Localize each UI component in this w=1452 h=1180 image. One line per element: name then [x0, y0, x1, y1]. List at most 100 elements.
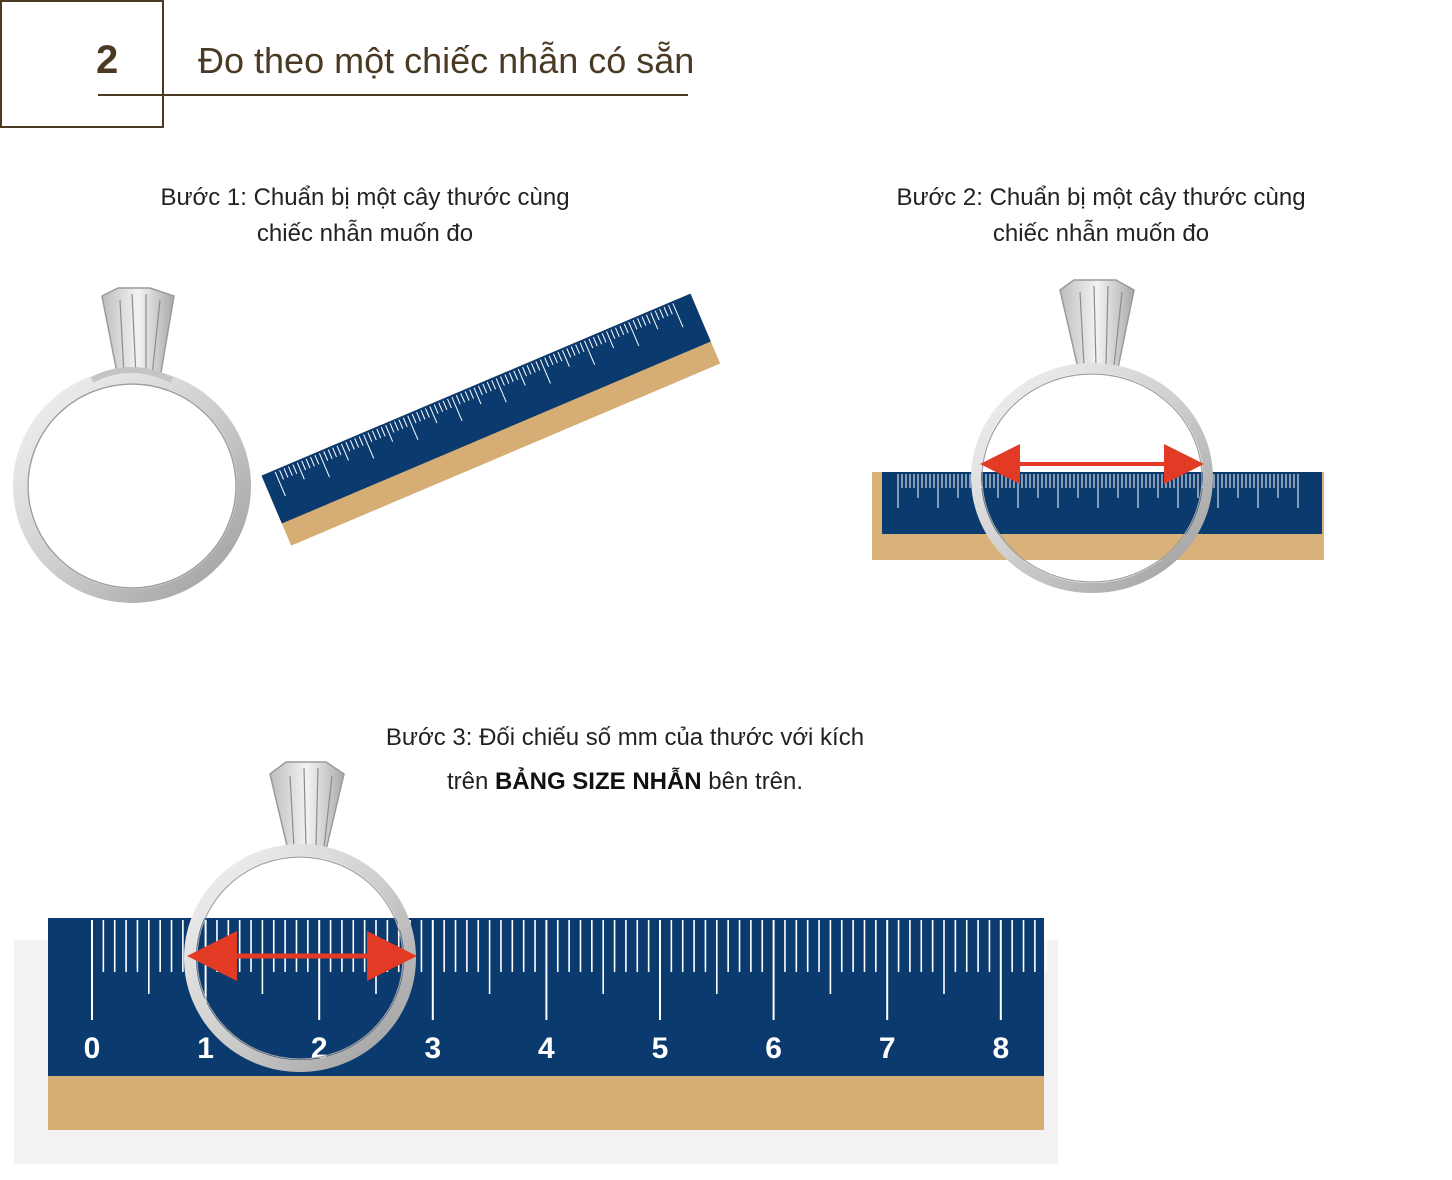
ruler-tick — [442, 400, 448, 411]
ruler-tick — [531, 363, 536, 373]
ruler-tick — [416, 411, 421, 422]
ruler-tick — [477, 385, 483, 396]
ruler-number-label: 7 — [879, 1032, 896, 1065]
ruler-tick — [371, 430, 377, 441]
ruler-tick — [623, 323, 629, 334]
ruler-tick — [500, 376, 505, 386]
ruler-tick — [513, 370, 519, 381]
ruler-tick — [645, 314, 651, 324]
ruler-tick — [323, 451, 329, 461]
step-3-line-2-suffix: bên trên. — [701, 768, 804, 795]
ruler-tick — [283, 468, 289, 478]
step-1-caption: Bước 1: Chuẩn bị một cây thước cùng chiế… — [130, 180, 600, 252]
ruler-tick — [544, 357, 550, 368]
ruler-tick — [318, 453, 331, 478]
title-underline — [98, 94, 688, 96]
step-2-line-2: chiếc nhẫn muốn đo — [992, 220, 1210, 247]
ruler-tick — [557, 351, 563, 362]
ruler-tick — [332, 447, 338, 458]
ruler-tick — [424, 408, 430, 418]
ruler-tick — [579, 342, 585, 353]
ruler-tick — [659, 308, 664, 319]
ruler-tick — [535, 361, 541, 371]
ruler-tick — [597, 334, 603, 345]
ruler-tick — [570, 346, 576, 356]
step-number-box — [0, 0, 164, 128]
ruler-tick — [429, 406, 438, 424]
ruler-tick — [553, 353, 558, 364]
ruler-tick — [486, 381, 492, 392]
ruler-tick — [296, 462, 305, 480]
step-3-line-2: trên BẢNG SIZE NHẪN bên trên. — [360, 760, 890, 804]
ruler-tick — [628, 321, 640, 347]
ruler-tick — [438, 402, 444, 413]
ring-illustration-step-1 — [13, 287, 251, 603]
ruler-tick — [561, 349, 570, 367]
ruler-tick — [610, 329, 616, 339]
ruler-number-label: 8 — [992, 1032, 1009, 1065]
step-2-caption: Bước 2: Chuẩn bị một cây thước cùng chiế… — [866, 180, 1336, 252]
page-title: Đo theo một chiếc nhẫn có sẵn — [198, 40, 695, 81]
ruler-tick — [447, 398, 452, 409]
ruler-tick — [637, 318, 642, 328]
ruler-tick — [398, 419, 404, 429]
ruler-tick — [341, 443, 349, 461]
ruler-tick — [548, 355, 554, 366]
ruler-tick — [327, 449, 333, 459]
ruler-tick — [310, 456, 315, 467]
ruler-tick — [363, 434, 375, 459]
ruler-tick — [672, 303, 684, 328]
ring-illustration-step-3 — [184, 761, 417, 1072]
ruler-tick — [654, 310, 660, 321]
ring-size-table-link-text: BẢNG SIZE NHẪN — [494, 768, 702, 795]
ruler-tick — [619, 325, 625, 336]
ruler-tick — [380, 426, 386, 437]
ruler-tick — [575, 344, 581, 354]
step-1-line-1: Bước 1: Chuẩn bị một cây thước cùng — [160, 184, 570, 211]
ruler-tick — [411, 413, 417, 424]
ruler-tick — [305, 458, 311, 469]
ruler-tick — [376, 428, 382, 439]
ruler-tick — [526, 364, 532, 375]
ruler-tick — [274, 471, 286, 497]
ruler-tick — [482, 383, 488, 394]
ruler-tick — [592, 336, 598, 347]
ruler-tick — [566, 348, 572, 358]
ruler-tick — [473, 387, 482, 405]
ruler-illustration-step-1 — [261, 293, 721, 546]
ruler-tick — [394, 421, 399, 431]
ruler-tick — [389, 423, 395, 433]
ruler-tick — [420, 409, 426, 420]
ruler-tick — [614, 327, 620, 338]
ruler-tick — [336, 445, 342, 456]
step-number: 2 — [96, 38, 119, 82]
ruler-number-label: 0 — [84, 1032, 101, 1065]
ruler-tick — [601, 333, 607, 343]
ruler-illustration-step-2 — [872, 472, 1324, 560]
ruler-tick — [469, 389, 474, 399]
ruler-tick — [354, 438, 360, 448]
ruler-tick — [632, 319, 638, 330]
ruler-tick — [358, 436, 364, 446]
ruler-tick — [464, 391, 470, 401]
ruler-tick — [407, 415, 419, 440]
ruler-tick — [508, 372, 514, 383]
ruler-tick — [455, 394, 461, 405]
ruler-number-label: 6 — [765, 1032, 782, 1065]
ruler-tick — [433, 404, 439, 414]
step-2-line-1: Bước 2: Chuẩn bị một cây thước cùng — [896, 184, 1306, 211]
ruler-tick — [301, 460, 307, 471]
ruler-tick — [279, 469, 284, 480]
step-3-line-1: Bước 3: Đối chiếu số mm của thước với kí… — [385, 724, 865, 751]
ruler-tick — [345, 441, 351, 452]
ruler-tick — [292, 464, 298, 474]
ruler-tick — [663, 306, 669, 317]
ruler-tick — [650, 312, 659, 330]
ring-illustration-step-2 — [971, 279, 1213, 593]
ruler-tick — [522, 366, 527, 377]
ruler-tick — [367, 432, 373, 443]
ruler-tick — [667, 304, 673, 315]
ruler-tick — [491, 379, 497, 390]
